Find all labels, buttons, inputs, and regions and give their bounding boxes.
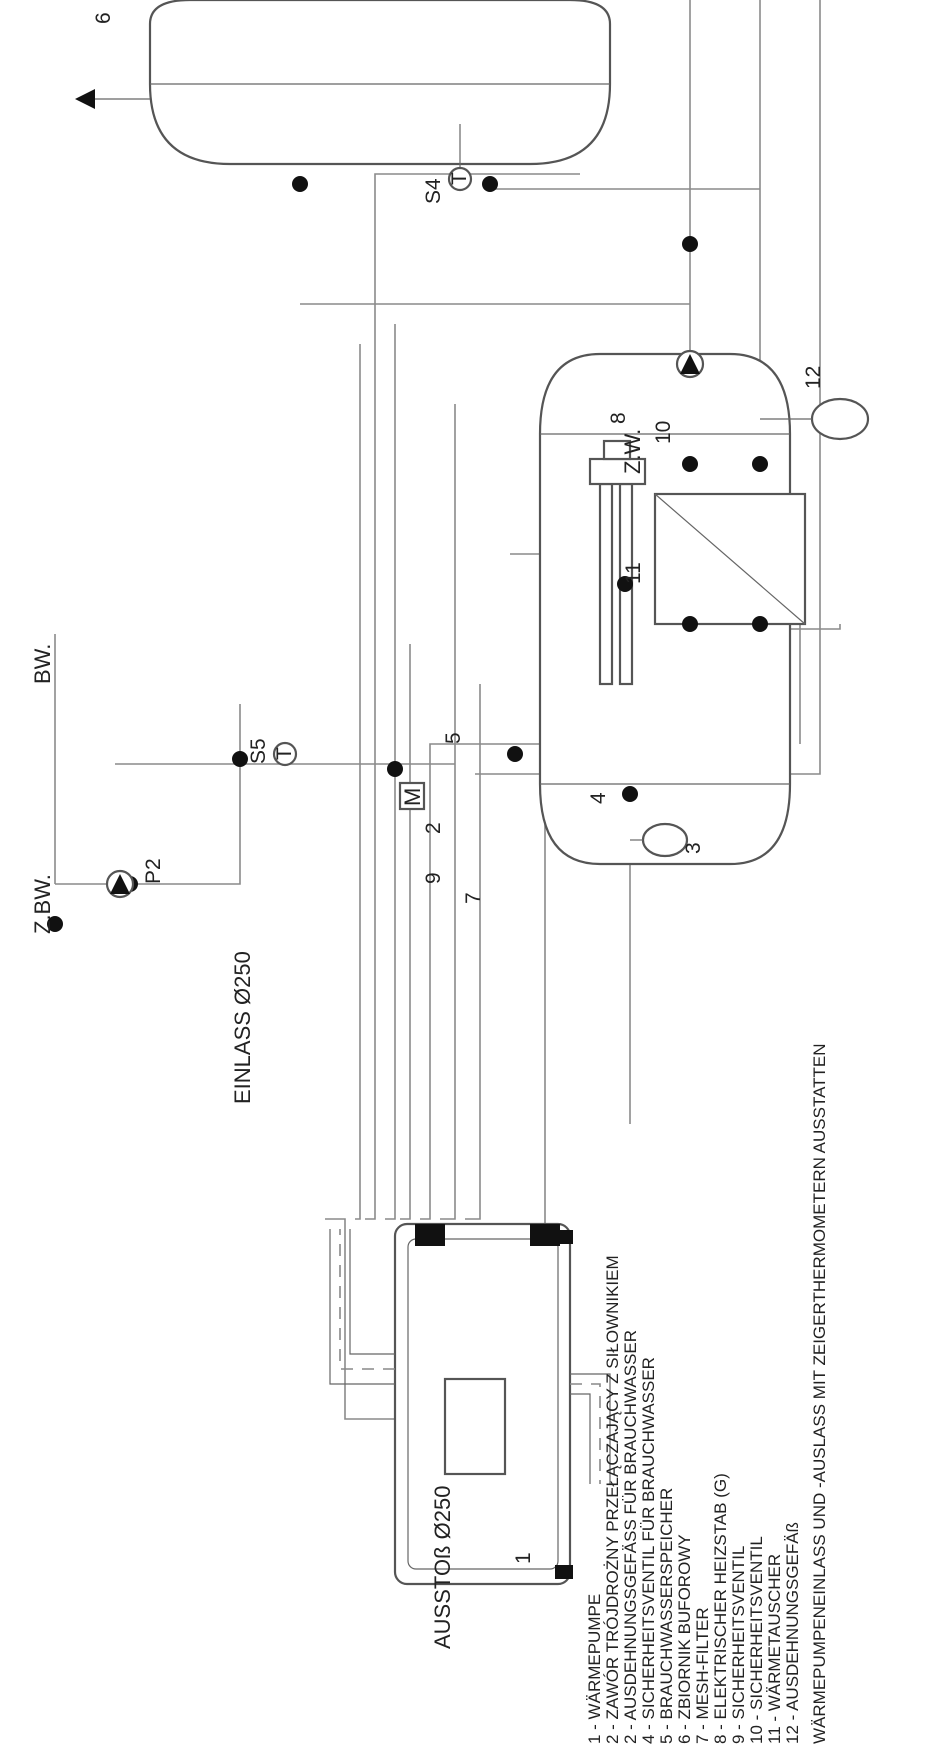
valve-dot	[292, 176, 308, 192]
heat-pump-port-top	[415, 1224, 445, 1246]
number-5: 5	[442, 732, 465, 744]
legend-item: 10 - SICHERHEITSVENTIL	[747, 1536, 766, 1744]
valve-dot	[47, 916, 63, 932]
pipe-hw-to-tank	[55, 704, 241, 885]
legend-item: 8 - ELEKTRISCHER HEIZSTAB (G)	[711, 1473, 730, 1744]
motor-valve-box	[398, 781, 426, 811]
motor-label: M	[400, 788, 425, 806]
sensor-s5: T	[272, 741, 298, 767]
valve-dot	[617, 576, 633, 592]
buffer-tank-body	[148, 0, 612, 166]
sensor-s4-t: T	[448, 172, 471, 185]
expansion-vessel-3-body	[641, 822, 689, 858]
pipe-hp-lower	[465, 684, 481, 1220]
legend-item: 11 - WÄRMETAUSCHER	[765, 1554, 784, 1744]
footnote: WÄRMEPUMPENEINLASS UND -AUSLASS MIT ZEIG…	[810, 1043, 829, 1744]
pump-p2	[105, 869, 135, 899]
legend-item: 1 - WÄRMEPUMPE	[585, 1594, 604, 1744]
legend-item: 2 - ZAWÓR TRÓJDROŻNY PRZEŁĄCZAJĄCY Z SIŁ…	[603, 1255, 622, 1744]
cold-water-label: Z.W.	[620, 429, 645, 474]
number-9: 9	[422, 872, 445, 884]
pipe-hp-s5	[440, 404, 456, 1220]
pipe-hp-to-buffer	[365, 173, 580, 1220]
number-8: 8	[607, 412, 630, 424]
sensor-s4-label: S4	[422, 178, 445, 204]
legend-item: 4 - SICHERHEITSVENTIL FÜR BRAUCHWASSER	[639, 1357, 658, 1744]
heater-head	[602, 439, 632, 461]
circulation-label: Z.BW.	[30, 874, 55, 934]
expansion-vessel-body	[810, 397, 870, 441]
pipe-hp-to-pump	[385, 324, 396, 1220]
number-12: 12	[802, 366, 825, 389]
sensor-s5-circle	[272, 741, 298, 767]
pump-p2-arrow	[110, 874, 130, 894]
valve-dot	[752, 616, 768, 632]
valve-dot	[622, 786, 638, 802]
pump-circulation-arrow	[680, 354, 700, 374]
heat-exchanger	[653, 492, 807, 626]
pipe-tank-top	[420, 743, 560, 1220]
sensor-s4: T	[447, 166, 473, 192]
number-7: 7	[462, 892, 485, 904]
heater-rod-1	[598, 482, 614, 686]
sensor-s5-t: T	[273, 747, 296, 760]
number-2: 2	[422, 822, 445, 834]
expansion-vessel-3	[630, 822, 689, 858]
heat-pump-display	[443, 1377, 507, 1476]
legend-item: 5 - BRAUCHWASSERSPEICHER	[657, 1488, 676, 1744]
legend-item: 12 - AUSDEHNUNGSGEFÄß	[783, 1522, 802, 1744]
pump-circulation	[675, 349, 705, 379]
pipe-hp-to-heater	[400, 644, 411, 1220]
outlet-duct	[339, 1229, 395, 1370]
legend: 1 - WÄRMEPUMPE 2 - ZAWÓR TRÓJDROŻNY PRZE…	[585, 1043, 829, 1744]
number-1: 1	[512, 1552, 535, 1564]
inlet-duct-wall-2	[570, 1373, 611, 1484]
air-ducts	[329, 1229, 611, 1484]
heat-exchanger-diagonal	[654, 493, 806, 625]
inlet-duct-wall-1	[570, 1393, 591, 1484]
number-10: 10	[652, 421, 675, 444]
expansion-vessel-12	[760, 397, 870, 441]
valve-dot	[682, 616, 698, 632]
number-3: 3	[682, 842, 705, 854]
heat-pump-foot-2	[555, 1230, 573, 1244]
valve-markers	[47, 176, 768, 932]
valve-dot	[507, 746, 523, 762]
pipe-hp-to-hx-return	[355, 374, 361, 1220]
sensor-s4-circle	[447, 166, 473, 192]
hot-water-label: BW.	[30, 644, 55, 684]
number-6: 6	[92, 12, 115, 24]
heat-pump-port-bottom	[530, 1224, 560, 1246]
valve-dot	[682, 236, 698, 252]
inlet-duct	[570, 1383, 601, 1484]
labels: AUSSTOß Ø250 EINLASS Ø250 Z.BW. BW. Z.W.…	[30, 12, 825, 1649]
number-11: 11	[622, 562, 645, 584]
heat-pump-panel	[407, 1238, 559, 1570]
valve-dot	[752, 456, 768, 472]
valve-dot	[232, 751, 248, 767]
legend-item: 6 - ZBIORNIK BUFOROWY	[675, 1534, 694, 1744]
outlet-duct-wall-2	[349, 1229, 395, 1355]
buffer-tank	[148, 0, 612, 174]
inlet-label: EINLASS Ø250	[230, 951, 255, 1104]
outlet-duct-wall-1	[329, 1229, 395, 1385]
sensor-s5-label: S5	[247, 738, 270, 764]
legend-item: 7 - MESH-FILTER	[693, 1607, 712, 1744]
heat-pump	[393, 1222, 573, 1586]
air-vent-arrow	[75, 89, 95, 109]
legend-item: 2 - AUSDEHNUNGSGEFÄSS FÜR BRAUCHWASSER	[621, 1330, 640, 1744]
air-vent	[75, 89, 150, 109]
valve-dot	[387, 761, 403, 777]
outlet-label: AUSSTOß Ø250	[430, 1486, 455, 1649]
heat-pump-foot-1	[555, 1565, 573, 1579]
legend-item: 9 - SICHERHEITSVENTIL	[729, 1546, 748, 1744]
valve-dot	[482, 176, 498, 192]
valve-dot	[682, 456, 698, 472]
pump-p2-label: P2	[142, 858, 165, 884]
number-4: 4	[587, 792, 610, 804]
motor-valve: M	[398, 781, 426, 811]
